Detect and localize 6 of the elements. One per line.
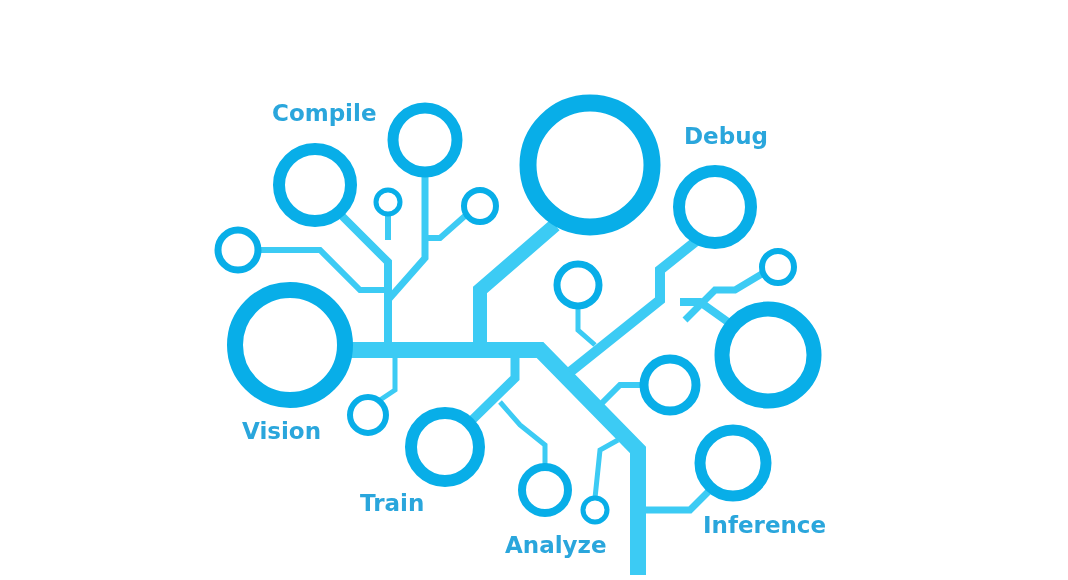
branch-label: Debug: [684, 123, 768, 149]
branch-label: Train: [360, 490, 425, 516]
branch-label: Compile: [272, 100, 377, 126]
branch-label: Inference: [703, 512, 827, 538]
branch-label: Vision: [242, 418, 322, 444]
branch-label: Analyze: [505, 532, 607, 558]
